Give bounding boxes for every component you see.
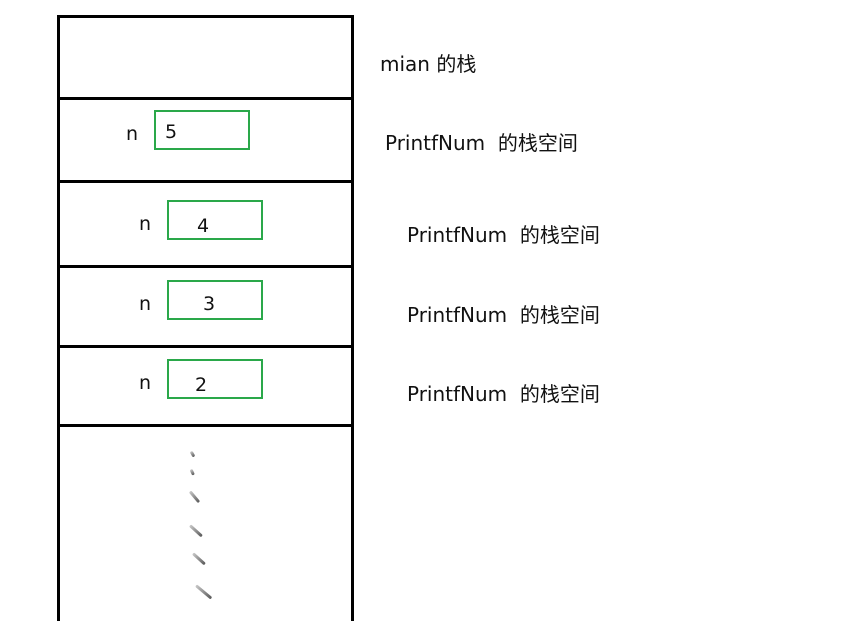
frame-3-var-name: n	[139, 293, 152, 315]
frame-3-var-value: 3	[203, 293, 216, 315]
frame-divider	[57, 180, 354, 183]
stack-left-edge	[57, 15, 60, 621]
frame-1-var-box	[154, 110, 250, 150]
stack-right-edge	[351, 15, 354, 621]
frame-1-var-value: 5	[165, 121, 178, 143]
frame-1-var-name: n	[126, 123, 139, 145]
ellipsis-stroke	[188, 524, 203, 538]
frame-4-label: PrintfNum 的栈空间	[407, 382, 600, 406]
frame-2-var-value: 4	[197, 215, 210, 237]
ellipsis-stroke	[191, 552, 206, 566]
ellipsis-stroke	[189, 468, 195, 476]
frame-2-var-box	[167, 200, 263, 240]
frame-divider	[57, 424, 354, 427]
ellipsis-stroke	[189, 450, 196, 458]
frame-1-label: PrintfNum 的栈空间	[385, 131, 578, 155]
stack-top-edge	[57, 15, 354, 18]
ellipsis-stroke	[188, 490, 201, 504]
frame-4-var-value: 2	[195, 374, 208, 396]
frame-divider	[57, 97, 354, 100]
frame-divider	[57, 345, 354, 348]
frame-4-var-name: n	[139, 372, 152, 394]
frame-divider	[57, 265, 354, 268]
frame-2-label: PrintfNum 的栈空间	[407, 223, 600, 247]
frame-3-var-box	[167, 280, 263, 320]
frame-4-var-box	[167, 359, 263, 399]
frame-2-var-name: n	[139, 213, 152, 235]
ellipsis-stroke	[195, 584, 213, 600]
main-frame-label: mian 的栈	[380, 52, 477, 76]
frame-3-label: PrintfNum 的栈空间	[407, 303, 600, 327]
